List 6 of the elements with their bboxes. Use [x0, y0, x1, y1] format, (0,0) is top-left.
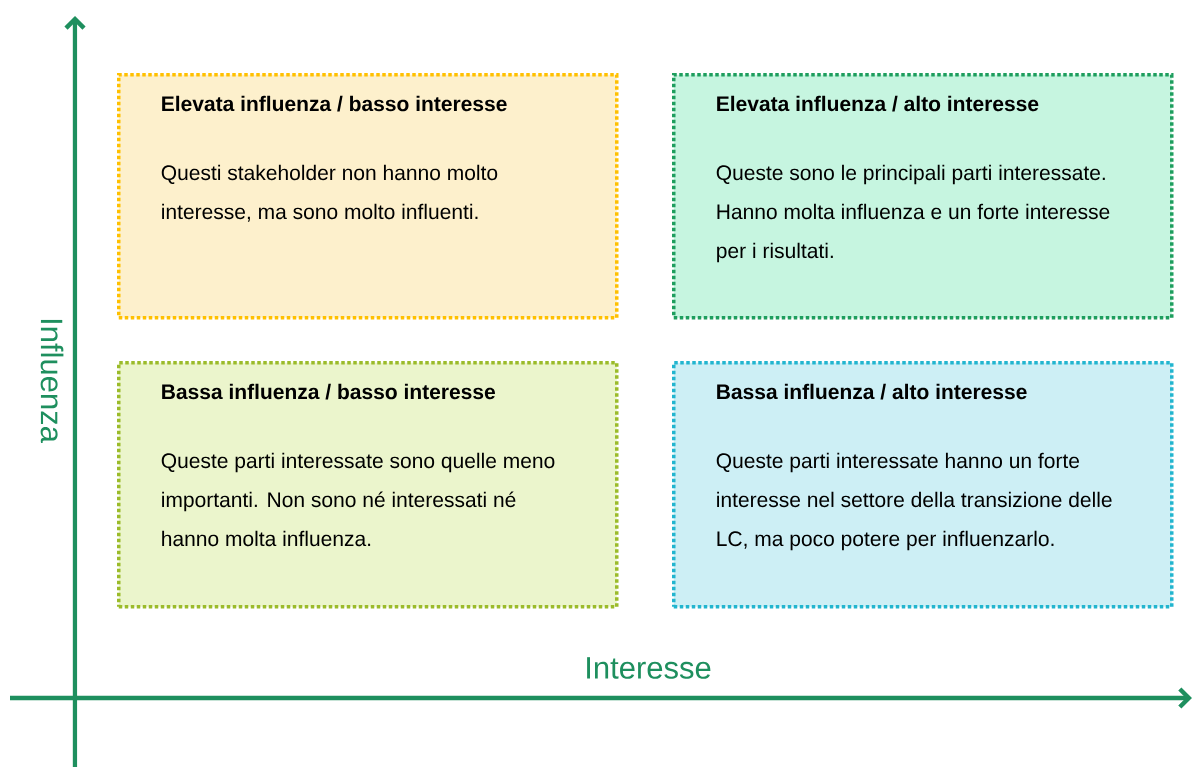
quadrant-box: Bassa influenza / basso interesse Queste parti interessate sono quelle meno importanti. Non sono né interessati né hanno molta influenza. — [117, 361, 619, 609]
quadrant-box: Bassa influenza / alto interesse Queste parti interessate hanno un forte interesse nel settore della transizione delle LC, ma poco potere per influenzarlo. — [672, 361, 1174, 609]
quadrant-box: Elevata influenza / basso interesse Questi stakeholder non hanno molto interesse, ma sono molto influenti. — [117, 73, 619, 320]
axis-label: Interesse — [587, 657, 711, 679]
axis-label: Influenza — [40, 319, 64, 443]
quadrant-box: Elevata influenza / alto interesse Queste sono le principali parti interessate. Hanno molta influenza e un forte interesse per i risultati. — [672, 73, 1174, 320]
